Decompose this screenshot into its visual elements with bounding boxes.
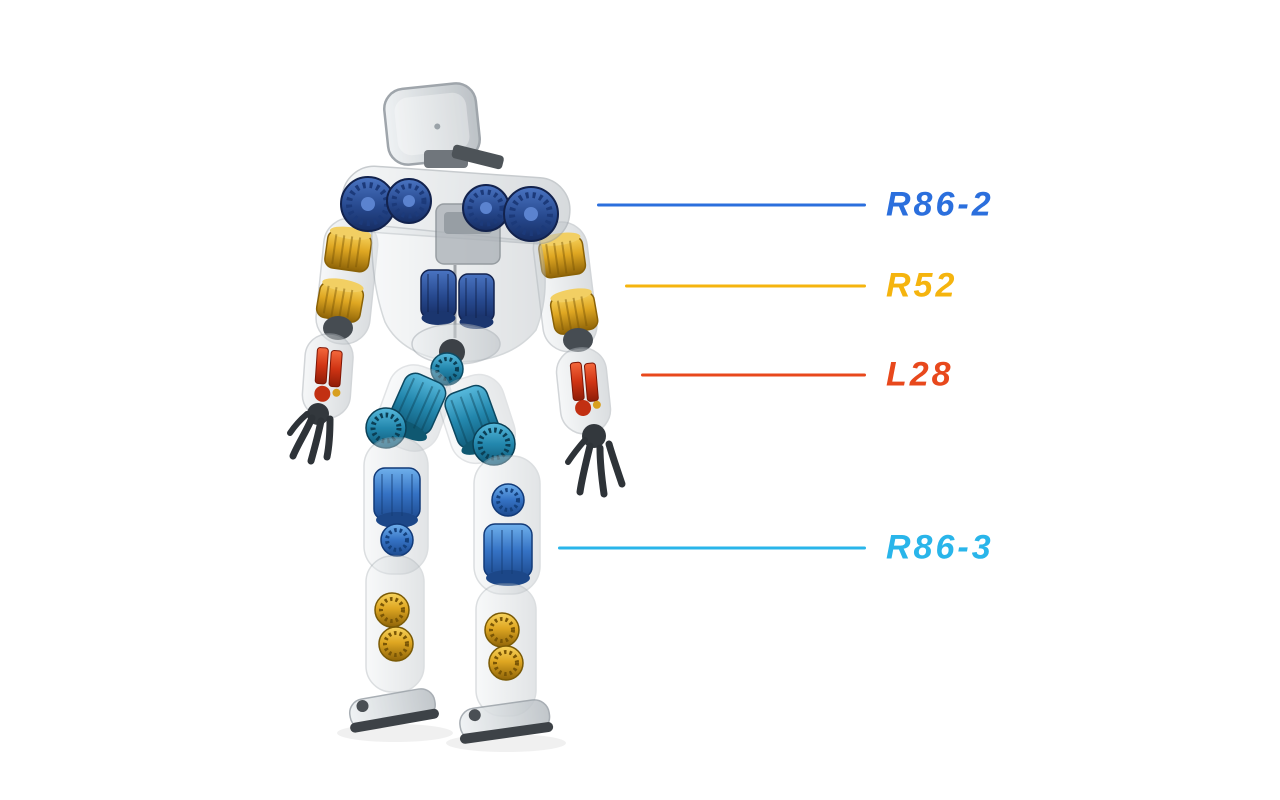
- callout-line: [558, 546, 866, 550]
- callout-shoulder-actuator: R86-2: [597, 186, 994, 225]
- callout-label: L28: [886, 355, 954, 394]
- callout-line: [641, 373, 866, 377]
- head: [383, 82, 481, 166]
- right-gripper: [565, 424, 626, 498]
- right-arm: [532, 221, 626, 498]
- shoulder-actuators: [340, 176, 559, 242]
- left-gripper: [287, 403, 334, 465]
- neck: [424, 144, 504, 170]
- right-forearm-actuator: [569, 361, 601, 416]
- torso: [340, 165, 571, 386]
- callout-elbow-actuator: R52: [625, 267, 957, 306]
- callout-forearm-actuator: L28: [641, 356, 954, 395]
- right-leg: [459, 455, 554, 744]
- callout-label: R86-2: [886, 185, 994, 224]
- left-forearm-actuator: [314, 347, 343, 402]
- right-knee-actuator: [483, 483, 533, 586]
- left-knee-actuator: [373, 467, 421, 557]
- left-arm: [287, 217, 379, 465]
- left-leg: [348, 437, 439, 733]
- callout-line: [597, 203, 866, 207]
- waist-actuators: [420, 269, 495, 329]
- right-foot: [459, 699, 554, 744]
- left-ankle-actuators: [374, 592, 414, 662]
- callout-label: R86-3: [886, 528, 994, 567]
- callout-line: [625, 284, 866, 288]
- right-ankle-actuators: [484, 612, 524, 681]
- callout-label: R52: [886, 266, 958, 305]
- callout-knee-actuator: R86-3: [558, 529, 994, 568]
- left-foot: [348, 688, 439, 733]
